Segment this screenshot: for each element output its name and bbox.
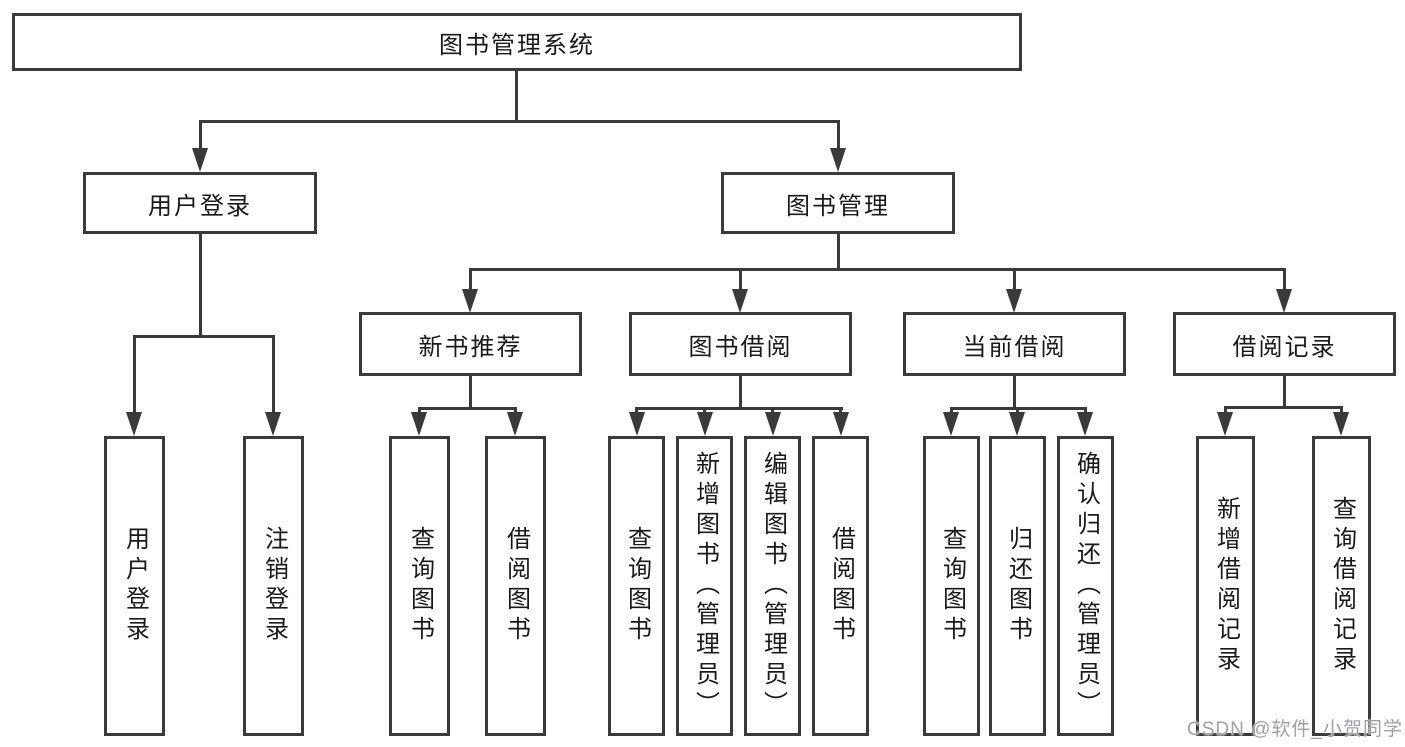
leaf-cb-return-book: 归还图书: [989, 436, 1046, 736]
connector-drop: [635, 407, 638, 415]
arrow-down-icon: [1009, 412, 1025, 436]
connector-drop: [1224, 406, 1227, 415]
connector-drop-leaf-logout: [272, 335, 275, 414]
leaf-bb-query-book: 查询图书: [608, 436, 665, 736]
leaf-bb-add-book-label: 新增图书（管理员）: [691, 451, 719, 721]
leaf-user-login: 用户登录: [104, 436, 165, 736]
connector-book-borrow-stem: [739, 376, 742, 409]
arrow-down-icon: [732, 289, 748, 313]
leaf-bb-borrow-book-label: 借阅图书: [827, 526, 855, 646]
arrow-down-icon: [1217, 412, 1233, 436]
node-new-book-rec-label: 新书推荐: [418, 333, 523, 361]
leaf-br-add-record: 新增借阅记录: [1196, 436, 1255, 736]
arrow-down-icon: [265, 412, 281, 436]
leaf-br-query-record-label: 查询借阅记录: [1328, 496, 1356, 676]
connector-drop: [839, 407, 842, 415]
connector-borrow-records-bus: [1224, 406, 1343, 409]
node-user-login: 用户登录: [83, 172, 317, 234]
arrow-down-icon: [629, 412, 645, 436]
arrow-down-icon: [1276, 289, 1292, 313]
connector-book-borrow-bus: [635, 407, 843, 410]
connector-user-login-stem: [199, 234, 202, 337]
connector-drop: [950, 407, 953, 415]
connector-new-book-rec-bus: [418, 407, 517, 410]
csdn-watermark: CSDN @软件_小贺同学: [1187, 719, 1403, 740]
node-root-label: 图书管理系统: [439, 31, 595, 59]
leaf-br-add-record-label: 新增借阅记录: [1212, 496, 1240, 676]
arrow-down-icon: [943, 412, 959, 436]
leaf-cb-confirm-return: 确认归还（管理员）: [1057, 436, 1114, 736]
arrow-down-icon: [192, 148, 208, 172]
arrow-down-icon: [1006, 289, 1022, 313]
connector-borrow-records-stem: [1283, 376, 1286, 408]
leaf-logout: 注销登录: [243, 436, 304, 736]
connector-drop-leaf-login: [133, 335, 136, 414]
connector-drop-user-login: [199, 120, 202, 150]
node-book-borrow-label: 图书借阅: [688, 333, 793, 361]
connector-drop-book-mgmt: [837, 120, 840, 150]
leaf-logout-label: 注销登录: [260, 526, 288, 646]
connector-current-borrow-stem: [1013, 376, 1016, 409]
connector-book-mgmt-bus: [469, 268, 1286, 271]
leaf-rec-borrow-book: 借阅图书: [485, 436, 546, 736]
arrow-down-icon: [765, 412, 781, 436]
connector-root-bus: [199, 120, 840, 123]
connector-book-mgmt-stem: [837, 234, 840, 270]
connector-drop: [771, 407, 774, 415]
arrow-down-icon: [507, 412, 523, 436]
node-current-borrow-label: 当前借阅: [962, 333, 1067, 361]
leaf-br-query-record: 查询借阅记录: [1312, 436, 1371, 736]
node-user-login-label: 用户登录: [148, 192, 252, 220]
leaf-cb-confirm-return-label: 确认归还（管理员）: [1072, 451, 1100, 721]
connector-drop-new-book-rec: [469, 268, 472, 291]
connector-user-login-bus: [133, 335, 275, 338]
connector-new-book-rec-stem: [469, 376, 472, 409]
leaf-bb-query-book-label: 查询图书: [623, 526, 651, 646]
connector-drop-current-borrow: [1013, 268, 1016, 291]
connector-drop: [703, 407, 706, 415]
connector-drop: [1084, 407, 1087, 415]
leaf-rec-query-book-label: 查询图书: [406, 526, 434, 646]
leaf-bb-borrow-book: 借阅图书: [812, 436, 869, 736]
connector-drop-book-borrow: [739, 268, 742, 291]
connector-drop: [418, 407, 421, 415]
leaf-bb-add-book: 新增图书（管理员）: [676, 436, 733, 736]
node-book-borrow: 图书借阅: [629, 312, 852, 376]
connector-drop: [514, 407, 517, 415]
arrow-down-icon: [833, 412, 849, 436]
connector-root-stem: [515, 71, 518, 123]
connector-drop-borrow-records: [1283, 268, 1286, 291]
arrow-down-icon: [411, 412, 427, 436]
node-borrow-records: 借阅记录: [1173, 312, 1396, 376]
arrow-down-icon: [462, 289, 478, 313]
arrow-down-icon: [830, 148, 846, 172]
connector-drop: [1340, 406, 1343, 415]
arrow-down-icon: [1333, 412, 1349, 436]
leaf-bb-edit-book-label: 编辑图书（管理员）: [759, 451, 787, 721]
node-root: 图书管理系统: [12, 13, 1022, 71]
node-book-mgmt: 图书管理: [721, 172, 955, 234]
arrow-down-icon: [126, 412, 142, 436]
leaf-cb-query-book: 查询图书: [923, 436, 980, 736]
arrow-down-icon: [1077, 412, 1093, 436]
node-borrow-records-label: 借阅记录: [1232, 333, 1337, 361]
leaf-cb-return-book-label: 归还图书: [1004, 526, 1032, 646]
node-new-book-rec: 新书推荐: [359, 312, 582, 376]
leaf-cb-query-book-label: 查询图书: [938, 526, 966, 646]
leaf-bb-edit-book: 编辑图书（管理员）: [744, 436, 801, 736]
leaf-rec-query-book: 查询图书: [389, 436, 450, 736]
leaf-user-login-label: 用户登录: [121, 526, 149, 646]
node-book-mgmt-label: 图书管理: [786, 192, 890, 220]
arrow-down-icon: [697, 412, 713, 436]
node-current-borrow: 当前借阅: [903, 312, 1126, 376]
leaf-rec-borrow-book-label: 借阅图书: [502, 526, 530, 646]
connector-drop: [1016, 407, 1019, 415]
